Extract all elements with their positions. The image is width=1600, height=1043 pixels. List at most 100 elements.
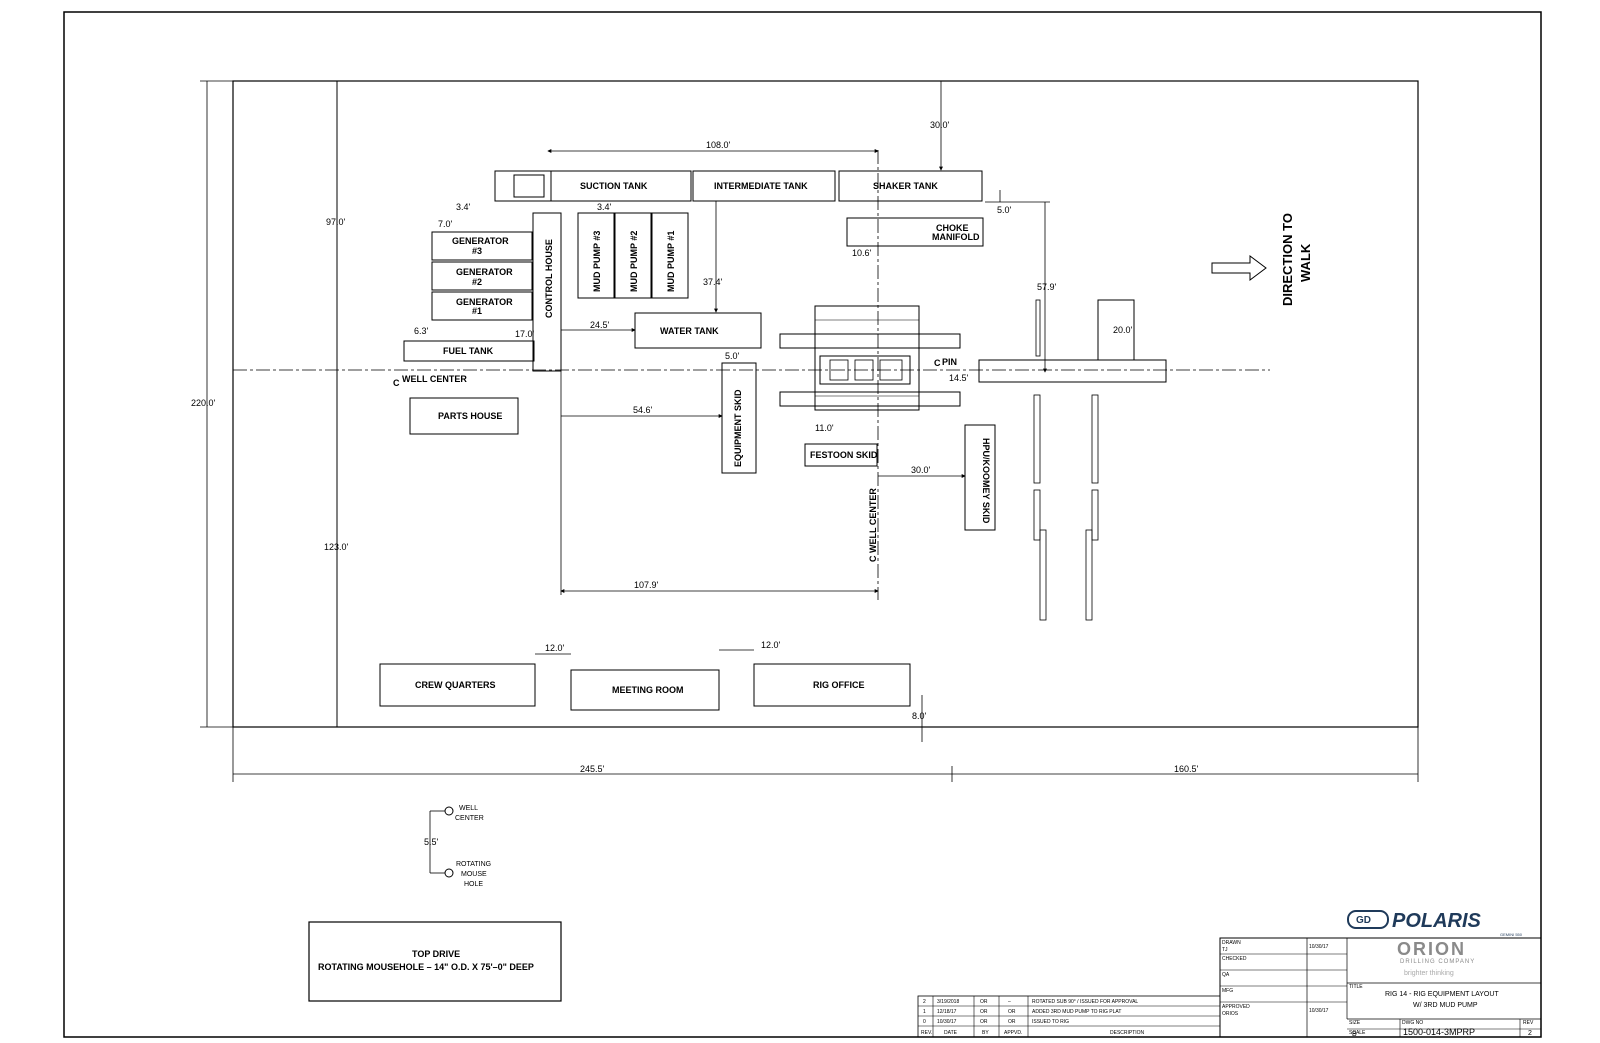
control-house [532, 212, 562, 372]
well-center-vertical-label: WELL CENTER [868, 488, 878, 553]
rev-header-cell: BY [982, 1030, 989, 1036]
festoon-skid-label: FESTOON SKID [810, 450, 878, 460]
rev-header-cell: REV. [921, 1030, 932, 1036]
note-line-2: ROTATING MOUSEHOLE – 14" O.D. X 75'–0" D… [318, 962, 534, 972]
catwalk-beam [978, 359, 1167, 383]
tb-approved-date: 10/30/17 [1309, 1008, 1329, 1014]
choke-manifold [846, 217, 984, 247]
tb-size-label: SIZE [1349, 1020, 1361, 1026]
direction-label-2: WALK [1298, 243, 1313, 282]
control-house-label: CONTROL HOUSE [544, 239, 554, 318]
dim-7: 7.0' [438, 219, 453, 229]
shaker-tank [838, 170, 983, 202]
tb-rev-label: REV [1523, 1020, 1534, 1026]
dim-8: 8.0' [912, 711, 927, 721]
rev-cell: OR [980, 999, 988, 1005]
rev-cell: OR [1008, 1009, 1016, 1015]
generator-3-label: GENERATOR [452, 236, 509, 246]
parts-house [409, 397, 519, 435]
dim-14-5: 14.5' [949, 373, 969, 383]
tb-drawn-label: DRAWN [1222, 940, 1241, 946]
rev-cell: ADDED 3RD MUD PUMP TO RIG PLAT [1032, 1009, 1121, 1015]
note-box [308, 921, 562, 1002]
tb-size: B [1352, 1031, 1357, 1038]
dim-37-4: 37.4' [703, 277, 723, 287]
generator-2-num: #2 [472, 277, 482, 287]
fuel-tank-label: FUEL TANK [443, 346, 494, 356]
rev-cell: – [1008, 999, 1011, 1005]
rig-substructure [779, 305, 961, 411]
mousehole-mouse: MOUSE [461, 871, 487, 878]
pin-cl-symbol: C [934, 358, 941, 368]
dim-5-water: 5.0' [725, 351, 740, 361]
pin-label: PIN [942, 357, 957, 367]
tb-title-line-1: RIG 14 - RIG EQUIPMENT LAYOUT [1385, 991, 1499, 998]
dim-30-mid: 30.0' [911, 465, 931, 475]
polaris-logo-text: POLARIS [1392, 910, 1482, 932]
rev-cell: ISSUED TO RIG [1032, 1019, 1069, 1025]
meeting-room-label: MEETING ROOM [612, 685, 684, 695]
polaris-logo-icon: GD [1347, 910, 1389, 929]
tb-dwg-no: 1500-014-3MPRP [1403, 1027, 1475, 1037]
tb-dwg-label: DWG NO [1402, 1020, 1423, 1026]
svg-text:GD: GD [1356, 915, 1371, 926]
dim-20: 20.0' [1113, 325, 1133, 335]
orion-tagline: brighter thinking [1404, 970, 1454, 977]
mousehole-center: CENTER [455, 815, 484, 822]
dim-12-b: 12.0' [761, 640, 781, 650]
direction-arrow-icon [1211, 255, 1267, 281]
generator-1-num: #1 [472, 306, 482, 316]
dim-107-9: 107.9' [634, 580, 659, 590]
pipe-rack-stand [1097, 299, 1135, 361]
crew-quarters-label: CREW QUARTERS [415, 680, 496, 690]
revision-row: 0 10/30/17 OR OR ISSUED TO RIG [923, 1019, 1069, 1025]
generator-1-label: GENERATOR [456, 297, 513, 307]
dim-3-4-b: 3.4' [597, 202, 612, 212]
shaker-tank-label: SHAKER TANK [873, 181, 938, 191]
tb-approved-by: ORIOS [1222, 1011, 1239, 1017]
rig-office-label: RIG OFFICE [813, 680, 865, 690]
dim-24-5: 24.5' [590, 320, 610, 330]
pump-unit-detail [513, 174, 545, 198]
well-center-cl-symbol: C [393, 378, 400, 388]
mud-pump-3-label: MUD PUMP #3 [592, 231, 602, 292]
tb-checked-label: CHECKED [1222, 956, 1247, 962]
rev-cell: OR [980, 1009, 988, 1015]
polaris-logo-sub: GEMINI 550 [1500, 932, 1523, 937]
dim-10-6: 10.6' [852, 248, 872, 258]
equipment-skid-label: EQUIPMENT SKID [733, 389, 743, 467]
mousehole-rotating: ROTATING [456, 861, 491, 868]
rev-header-cell: DATE [944, 1030, 958, 1036]
rev-header-cell: DESCRIPTION [1110, 1030, 1145, 1036]
rev-cell: 0 [923, 1019, 926, 1025]
parts-house-label: PARTS HOUSE [438, 411, 502, 421]
generator-3-num: #3 [472, 246, 482, 256]
generator-3 [431, 231, 533, 261]
dim-12-a: 12.0' [545, 643, 565, 653]
mousehole-distance: 5.5' [424, 837, 439, 847]
dim-123: 123.0' [324, 542, 349, 552]
dim-97: 97.0' [326, 217, 346, 227]
dim-30-top: 30.0' [930, 120, 950, 130]
rev-cell: 1 [923, 1009, 926, 1015]
festoon-skid [804, 443, 878, 467]
intermediate-tank [692, 170, 836, 202]
tb-scale-label: SCALE [1349, 1030, 1366, 1036]
tb-title-line-2: W/ 3RD MUD PUMP [1413, 1002, 1478, 1009]
sheet-border [63, 11, 1542, 1038]
tb-title-label: TITLE [1349, 984, 1363, 990]
tb-approved-label: APPROVED [1222, 1004, 1250, 1010]
rev-cell: 3/19/2018 [937, 999, 959, 1005]
tb-rev: 2 [1528, 1030, 1532, 1037]
meeting-room [570, 669, 720, 711]
tb-drawn-date: 10/30/17 [1309, 944, 1329, 950]
tb-mfg-label: MFG [1222, 988, 1233, 994]
generator-1 [431, 291, 533, 321]
suction-tank [550, 170, 692, 202]
suction-tank-label: SUCTION TANK [580, 181, 648, 191]
generator-2-label: GENERATOR [456, 267, 513, 277]
water-tank-label: WATER TANK [660, 326, 719, 336]
dim-220: 220.0' [191, 398, 216, 408]
rev-cell: 2 [923, 999, 926, 1005]
equipment-skid [721, 362, 757, 474]
